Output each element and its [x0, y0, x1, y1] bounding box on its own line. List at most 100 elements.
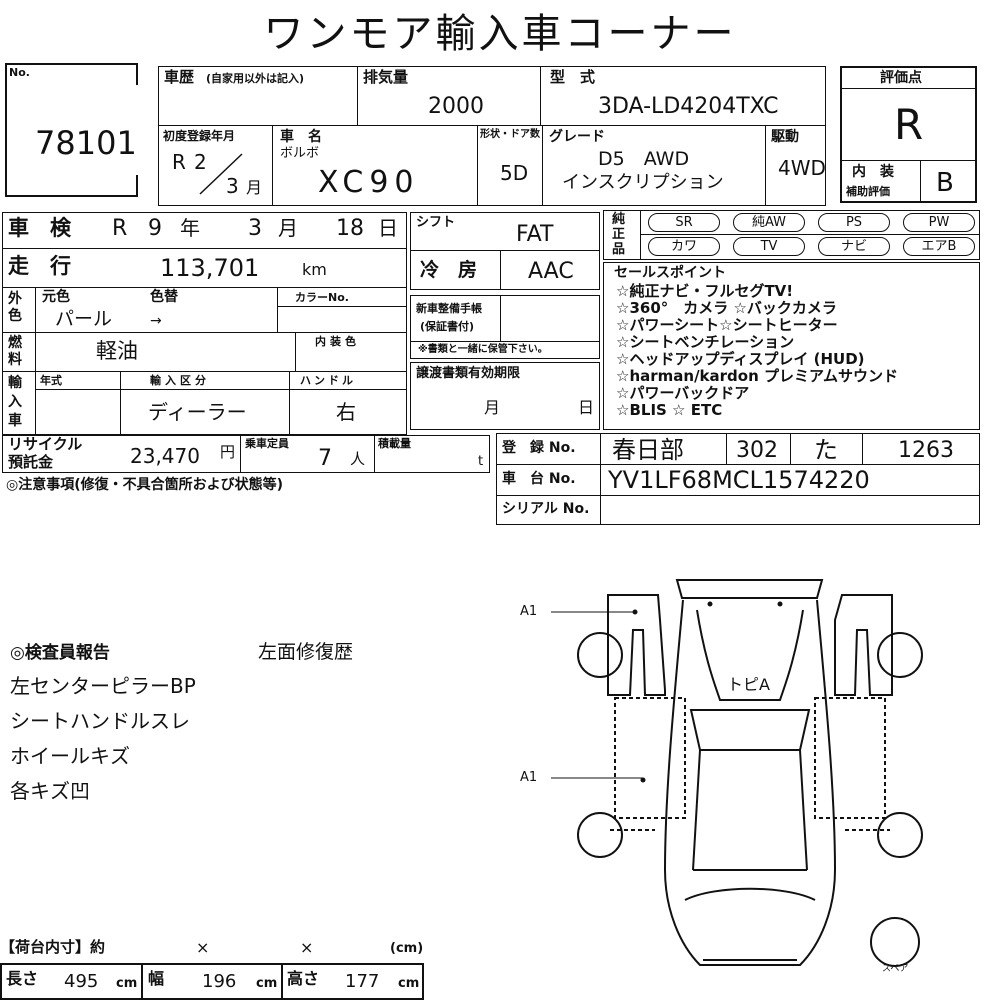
equipment-item: カワ	[648, 237, 720, 256]
recycle-label-2: 預託金	[8, 453, 54, 471]
spare-tire-label: スペア	[882, 964, 909, 974]
load-unit: t	[478, 454, 484, 469]
grade-label: グレード	[549, 129, 605, 145]
date-slash	[192, 150, 252, 198]
cargo-height-label: 高さ	[287, 969, 320, 988]
color-change-arrow: →	[150, 313, 162, 329]
mileage-unit: km	[302, 260, 327, 279]
maker-name: ボルボ	[280, 146, 320, 161]
transfer-label: 譲渡書類有効期限	[416, 366, 521, 381]
equipment-item: SR	[648, 213, 720, 232]
equipment-box	[603, 210, 980, 260]
car-name-label: 車 名	[280, 129, 322, 145]
stock-number: 78101	[35, 124, 137, 162]
color-number-label: カラーNo.	[295, 291, 349, 304]
interior-rating-label-1: 内 装	[852, 164, 894, 180]
load-label: 積載量	[378, 437, 411, 450]
handle-value: 右	[336, 400, 356, 424]
recycle-label-1: リサイクル	[8, 435, 83, 453]
equipment-item: 純AW	[733, 213, 805, 232]
rating-label: 評価点	[880, 70, 922, 86]
inspector-note-top: 左面修復歴	[258, 641, 354, 663]
inspector-report-label: ◎検査員報告	[10, 643, 110, 663]
inspection-year: 9	[148, 216, 162, 241]
first-registration-month-unit: 月	[246, 178, 263, 197]
details-grid	[2, 212, 407, 435]
manual-label-1: 新車整備手帳	[416, 302, 482, 315]
capacity-unit: 人	[350, 450, 366, 468]
notes-label: ◎注意事項(修復・不具合箇所および状態等)	[6, 477, 284, 493]
vehicle-damage-diagram	[551, 579, 923, 967]
manual-label-2: (保証書付)	[420, 320, 475, 333]
transfer-docs-box	[410, 362, 600, 430]
inspection-day: 18	[336, 216, 364, 241]
cargo-label: 【荷台内寸】約	[0, 938, 106, 956]
history-label: 車歴	[164, 68, 195, 86]
car-name: XC90	[318, 165, 420, 200]
import-type-label: 輸入区分	[150, 374, 210, 387]
mileage-label: 走 行	[8, 254, 71, 278]
rating-value: R	[894, 100, 924, 149]
cargo-unit: (cm)	[390, 941, 424, 956]
capacity-value: 7	[318, 446, 332, 471]
sales-point: ☆パワーシート☆シートヒーター	[616, 316, 838, 334]
serial-label: シリアル No.	[502, 501, 590, 517]
exterior-color-value: パール	[55, 308, 113, 330]
cargo-length-label: 長さ	[6, 969, 39, 988]
color-change-label: 色替	[150, 289, 178, 305]
inspector-report-line: 左センターピラーBP	[10, 674, 196, 698]
capacity-label: 乗車定員	[245, 437, 289, 450]
ac-value: AAC	[528, 259, 574, 284]
vehicle-header-grid	[158, 66, 826, 206]
shift-value: FAT	[516, 222, 554, 247]
equipment-item: ナビ	[818, 237, 890, 256]
drive-label: 駆動	[771, 129, 799, 145]
damage-label-a1-top: A1	[520, 604, 538, 619]
first-registration-year: 2	[194, 150, 207, 174]
first-registration-label: 初度登録年月	[163, 129, 236, 143]
cargo-length-value: 495	[64, 971, 99, 992]
cargo-width-value: 196	[202, 971, 237, 992]
inspection-month-unit: 月	[278, 216, 298, 240]
cargo-dimensions-grid	[0, 963, 424, 1000]
interior-rating-label-2: 補助評価	[846, 185, 890, 198]
damage-label-a1-mid: A1	[520, 770, 538, 785]
sales-point: ☆BLIS ☆ ETC	[616, 401, 723, 419]
doors-label: 形状・ドア数	[480, 129, 540, 140]
grade-line-1: D5 AWD	[598, 148, 690, 170]
model-value: 3DA-LD4204TXC	[598, 94, 779, 119]
inspection-month: 3	[248, 216, 262, 241]
sales-point: ☆ヘッドアップディスプレイ (HUD)	[616, 350, 865, 368]
recycle-row	[2, 435, 490, 473]
inspection-year-unit: 年	[180, 216, 200, 240]
interior-rating-value: B	[936, 168, 954, 198]
registration-place: 春日部	[612, 436, 684, 464]
import-type-value: ディーラー	[148, 400, 247, 424]
inspector-report-line: 各キズ凹	[10, 779, 90, 803]
sales-point: ☆harman/kardon プレミアムサウンド	[616, 367, 898, 385]
cargo-times-1: ×	[196, 938, 210, 957]
page-title: ワンモア輸入車コーナー	[263, 11, 737, 57]
sales-point: ☆シートベンチレーション	[616, 333, 795, 351]
ac-label: 冷 房	[420, 259, 478, 281]
original-color-label: 元色	[42, 289, 70, 305]
inspection-day-unit: 日	[378, 216, 398, 240]
recycle-unit: 円	[220, 443, 236, 461]
doors-value: 5D	[500, 161, 529, 185]
chassis-number: YV1LF68MCL1574220	[608, 466, 870, 494]
sales-point: ☆パワーバックドア	[616, 384, 750, 402]
inspector-report-line: ホイールキズ	[10, 744, 130, 768]
displacement-value: 2000	[428, 94, 484, 119]
exterior-color-side-label: 外色	[8, 291, 22, 324]
registration-label: 登 録 No.	[502, 440, 576, 456]
recycle-value: 23,470	[130, 444, 200, 468]
drive-value: 4WD	[778, 156, 826, 180]
sales-point: ☆純正ナビ・フルセグTV!	[616, 282, 794, 300]
interior-color-label: 内装色	[315, 335, 360, 348]
registration-kana: た	[814, 436, 838, 464]
fuel-side-label: 燃料	[8, 335, 22, 368]
handle-label: ハンドル	[300, 374, 356, 387]
import-side-label: 輸入車	[8, 375, 22, 429]
roof-damage-label: トピA	[727, 675, 770, 694]
inspector-report-line: シートハンドルスレ	[10, 709, 190, 733]
